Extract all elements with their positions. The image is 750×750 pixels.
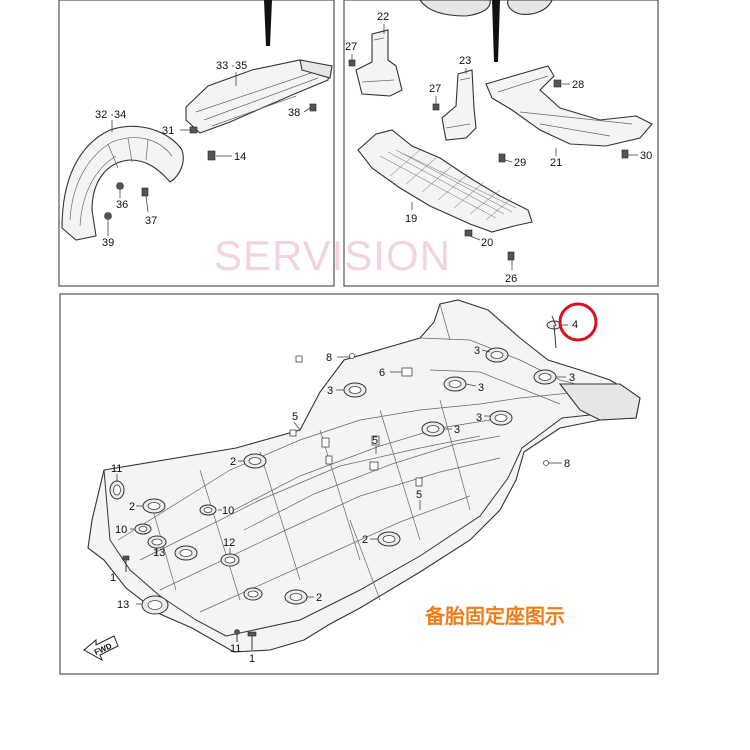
callout-29: 29: [514, 157, 526, 169]
callout-37: 37: [145, 215, 157, 227]
bolt-37: [141, 187, 149, 197]
callout-8a: 8: [326, 352, 332, 364]
plug-13b: [141, 595, 169, 615]
clip-39: [104, 212, 112, 220]
part-wheel-liner-32-34: [61, 125, 184, 241]
callout-4: 4: [572, 319, 578, 331]
plug-10a: [199, 504, 217, 516]
plug-2a: [243, 453, 267, 469]
part-under-cover-33-35: [185, 59, 331, 134]
pin-1a: [122, 555, 130, 572]
plug-10b: [134, 523, 152, 535]
callout-3e: 3: [327, 385, 333, 397]
pin-8a: [349, 353, 355, 359]
bottom-leaders: [116, 324, 568, 605]
pointer-arrow-right: [492, 0, 500, 62]
callout-11b: 11: [230, 643, 241, 655]
bolt-29: [498, 153, 506, 163]
callout-6: 6: [379, 367, 385, 379]
callout-38: 38: [288, 107, 300, 119]
pin-11b: [234, 629, 240, 642]
part-bracket-23: [441, 69, 477, 141]
plug-12b: [174, 545, 198, 561]
top-left-parts: 33 ·35 32 ·34 31 38 14 36 37 39: [61, 0, 333, 249]
part-bracket-22: [355, 29, 403, 97]
callout-36: 36: [116, 199, 128, 211]
callout-31: 31: [162, 125, 174, 137]
top-right-parts: 22 27 23 27 28 21 30 29 19 20 26: [345, 0, 653, 285]
part-front-undercover-19: [357, 129, 533, 233]
callout-2c: 2: [362, 534, 368, 546]
plugs: [109, 347, 557, 615]
plug-11a: [109, 480, 125, 500]
plug-3c: [443, 376, 467, 392]
callout-10b: 10: [115, 524, 127, 536]
callout-13b: 13: [117, 599, 129, 611]
callout-32-34: 32 ·34: [95, 109, 126, 121]
callout-10a: 10: [222, 505, 234, 517]
callout-3a: 3: [474, 345, 480, 357]
callout-30: 30: [640, 150, 652, 162]
callout-28: 28: [572, 79, 584, 91]
callout-2a: 2: [230, 456, 236, 468]
callout-2d: 2: [316, 592, 322, 604]
bolt-14: [207, 150, 216, 161]
callout-11a: 11: [111, 463, 122, 475]
plug-3a: [485, 347, 509, 363]
plug-3e: [343, 382, 367, 398]
callout-3b: 3: [569, 372, 575, 384]
bolt-38: [309, 103, 317, 112]
plug-3b: [533, 369, 557, 385]
callout-20: 20: [481, 237, 493, 249]
callout-13a: 13: [153, 547, 165, 559]
pin-8b: [543, 460, 549, 466]
callout-27b: 27: [429, 83, 441, 95]
highlight-circle: [558, 302, 598, 342]
callout-3c: 3: [478, 382, 484, 394]
plug-3d: [489, 410, 513, 426]
watermark: SERVISION: [214, 232, 451, 279]
plug-2e: [243, 587, 263, 601]
callout-3f: 3: [454, 424, 460, 436]
callout-1b: 1: [249, 653, 255, 665]
part-rear-undercover-21: [485, 65, 653, 147]
bolt-27b: [432, 103, 440, 111]
pointer-arrow-left: [264, 0, 272, 46]
callout-5b: 5: [372, 435, 378, 447]
clip-36: [116, 182, 124, 190]
bottom-callouts: 4 8 6 3 3 3 3 3 3 5 5 5 8 11 2 2 2 2 10 …: [110, 319, 578, 665]
callout-14: 14: [234, 151, 246, 163]
plug-2c: [377, 531, 401, 547]
callout-22: 22: [377, 11, 389, 23]
bolt-28: [553, 79, 562, 88]
pin-1b: [247, 631, 257, 650]
callout-26: 26: [505, 273, 517, 285]
callout-1a: 1: [110, 572, 116, 584]
clip-31: [189, 126, 198, 134]
plug-3f: [421, 421, 445, 437]
callout-3d: 3: [476, 412, 482, 424]
plug-2d: [284, 589, 308, 605]
callout-2b: 2: [129, 501, 135, 513]
caption: 备胎固定座图示: [424, 604, 565, 628]
callout-8b: 8: [564, 458, 570, 470]
callout-23: 23: [459, 55, 471, 67]
callout-12: 12: [223, 537, 235, 549]
callout-21: 21: [550, 157, 562, 169]
plug-12: [220, 553, 240, 567]
callout-39: 39: [102, 237, 114, 249]
callout-33-35: 33 ·35: [216, 60, 247, 72]
callout-19: 19: [405, 213, 417, 225]
callout-27a: 27: [345, 41, 357, 53]
spare-tire-clamp-bolt-4: [546, 315, 562, 349]
bolt-30: [621, 149, 629, 159]
callout-5a: 5: [292, 411, 298, 423]
bolt-26: [507, 251, 515, 261]
callout-5c: 5: [416, 489, 422, 501]
plug-2b: [142, 498, 166, 514]
clip-20: [464, 229, 473, 237]
